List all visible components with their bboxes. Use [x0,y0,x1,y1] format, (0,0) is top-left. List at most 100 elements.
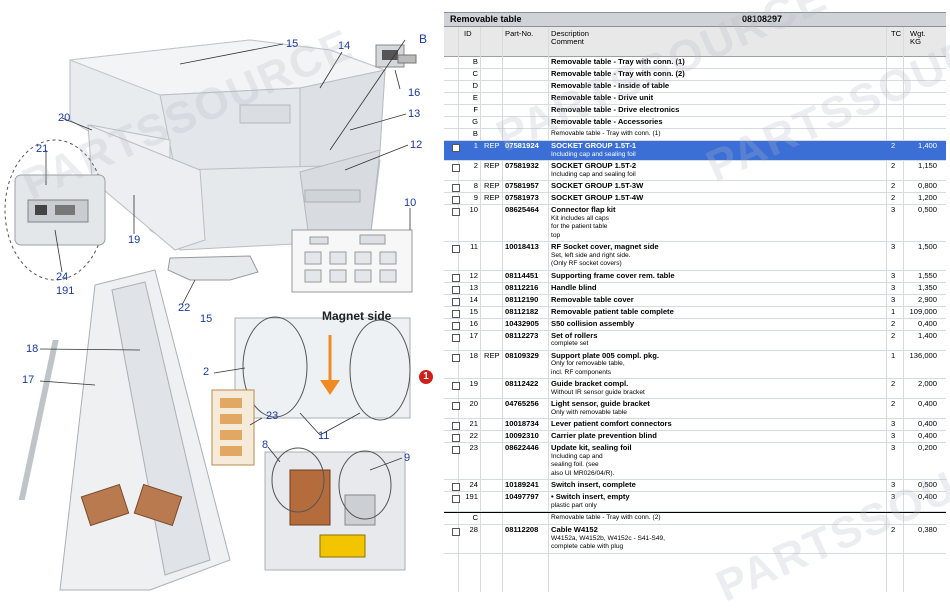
row-description: Handle blind [551,283,597,293]
row-tc: 2 [891,181,896,190]
row-part-number: 08112190 [505,294,539,304]
socket-group-photo [264,447,406,571]
row-tc: 2 [891,330,896,340]
row-checkbox[interactable] [452,273,460,282]
row-weight: 109,000 [909,306,937,316]
row-description-title: Removable table - Drive electronics [551,105,680,114]
row-id: 22 [469,431,478,440]
row-id: 19 [469,379,478,388]
row-checkbox[interactable] [452,333,460,342]
row-description-comment: Kit includes all caps for the patient ta… [551,214,609,239]
row-checkbox[interactable] [452,144,460,152]
table-housing-graphic [69,39,387,251]
row-checkbox[interactable] [452,483,460,491]
row-checkbox[interactable] [452,309,460,318]
row-id: 14 [469,294,478,304]
row-id: 11 [470,242,478,251]
row-checkbox[interactable] [452,321,460,330]
leader-lines [39,39,411,471]
callout-10: 10 [404,197,417,209]
row-weight: 2,900 [917,294,937,304]
row-checkbox[interactable] [452,285,460,294]
row-tc: 3 [891,205,896,214]
row-description-title: Removable table - Inside of table [551,81,670,90]
row-checkbox[interactable] [452,495,460,503]
row-checkbox[interactable] [452,422,460,430]
row-tc: 2 [891,379,896,388]
row-description: Removable table - Tray with conn. (1) [551,130,661,139]
sealing-foil-graphic [211,389,255,466]
row-checkbox[interactable] [452,528,460,536]
row-description: S50 collision assembly [551,319,634,329]
row-description-comment: Without IR sensor guide bracket [551,388,645,396]
row-rep: REP [484,193,500,202]
row-description-title: Set of rollers [551,330,598,340]
row-id: 18 [469,350,478,360]
row-weight: 1,500 [917,242,937,251]
row-part-number: 10018734 [505,419,539,428]
header-kg: KG [910,37,921,46]
row-description: Removable table - Tray with conn. (1) [551,57,685,67]
row-checkbox[interactable] [452,196,460,204]
row-weight: 0,500 [917,205,937,214]
row-checkbox[interactable] [452,164,460,172]
row-checkbox[interactable] [452,402,460,410]
row-description: Supporting frame cover rem. table [551,271,675,281]
row-description-title: Connector flap kit [551,205,616,214]
row-part-number: 08112422 [505,379,539,388]
parts-illustration: 15 14 B 16 13 12 20 21 19 24 191 10 22 1… [0,0,440,592]
row-checkbox[interactable] [452,184,460,192]
row-part-number: 07581957 [505,181,539,190]
row-checkbox[interactable] [452,297,460,306]
header-part-no: Part-No. [505,29,534,38]
row-checkbox[interactable] [452,208,460,216]
callout-22: 22 [178,302,191,314]
row-checkbox[interactable] [452,446,460,454]
row-checkbox[interactable] [452,382,460,390]
row-part-number: 10018413 [505,242,539,251]
row-checkbox[interactable] [452,434,460,442]
row-description: Removable table - Drive electronics [551,105,680,115]
row-description: Removable table cover [551,295,634,305]
row-checkbox[interactable] [452,353,460,362]
row-tc: 3 [891,419,896,428]
parts-list-panel: Removable table 08108297 ID Part-No. Des… [444,0,950,611]
row-tc: 2 [891,318,896,328]
row-checkbox[interactable] [452,245,460,253]
warning-1-badge: 1 [419,370,433,384]
callout-21: 21 [36,143,49,155]
row-part-number: 08112208 [505,525,539,534]
